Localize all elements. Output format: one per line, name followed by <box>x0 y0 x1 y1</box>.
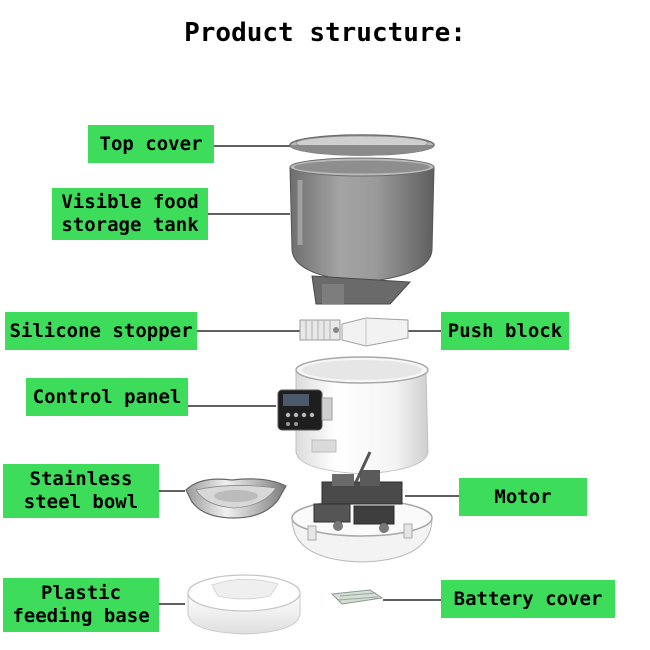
steel-bowl-part <box>185 478 287 519</box>
main-body-part <box>277 356 429 475</box>
label-silicone-stopper-text: Silicone stopper <box>9 319 193 342</box>
label-push-block: Push block <box>441 312 569 350</box>
storage-tank-part <box>289 157 435 305</box>
label-top-cover-text: Top cover <box>99 132 203 155</box>
battery-cover-part <box>330 589 384 605</box>
label-battery-cover: Battery cover <box>441 580 615 618</box>
label-silicone-stopper: Silicone stopper <box>5 312 197 350</box>
label-storage-tank-line1: Visible food <box>61 191 199 213</box>
label-feeding-base-line1: Plastic <box>40 582 122 604</box>
label-control-panel: Control panel <box>26 378 188 416</box>
label-storage-tank: Visible food storage tank <box>52 188 208 240</box>
motor-assembly-part <box>291 451 433 563</box>
label-steel-bowl-line1: Stainless <box>29 468 133 490</box>
feeding-base-part <box>187 574 301 635</box>
label-steel-bowl: Stainless steel bowl <box>3 464 159 518</box>
push-block-part <box>341 317 409 347</box>
label-feeding-base: Plastic feeding base <box>3 578 159 632</box>
label-steel-bowl-line2: steel bowl <box>23 491 139 513</box>
page-title: Product structure: <box>184 18 466 48</box>
label-battery-cover-text: Battery cover <box>453 587 603 610</box>
label-storage-tank-line2: storage tank <box>61 214 199 236</box>
top-cover-part <box>289 134 435 156</box>
label-motor-text: Motor <box>494 485 552 508</box>
label-motor: Motor <box>459 478 587 516</box>
leader-lines <box>159 145 459 605</box>
label-push-block-text: Push block <box>447 319 563 342</box>
label-feeding-base-line2: feeding base <box>12 605 150 627</box>
silicone-stopper-part <box>299 319 341 341</box>
label-top-cover: Top cover <box>88 125 214 163</box>
label-control-panel-text: Control panel <box>32 385 182 408</box>
